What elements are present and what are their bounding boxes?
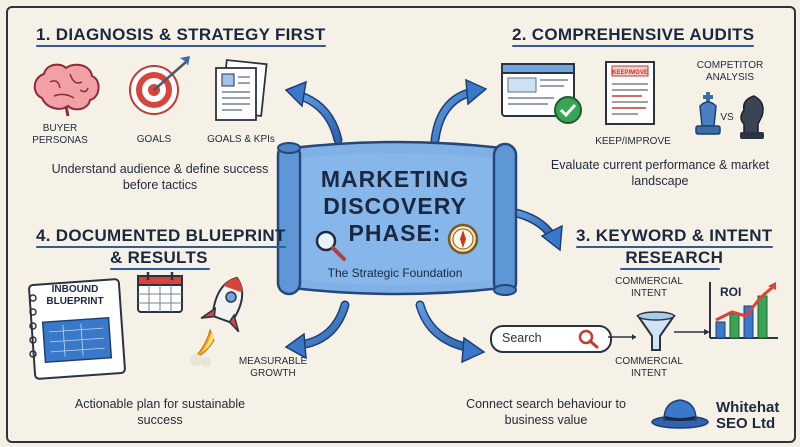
calendar-icon — [137, 272, 183, 313]
section4-description: Actionable plan for sustainable success — [74, 397, 246, 427]
section3-underline2 — [620, 268, 720, 270]
section4-heading-line2: & RESULTS — [110, 248, 208, 267]
magnifier-icon — [315, 230, 346, 261]
central-scroll — [276, 140, 518, 296]
browser-audit-icon — [501, 63, 582, 124]
search-bar: Search — [490, 325, 612, 353]
section2-heading-text: 2. COMPREHENSIVE AUDITS — [512, 25, 755, 44]
chess-pieces-icon — [695, 92, 764, 139]
roi-label: ROI — [720, 285, 742, 299]
roi-bar-chart-icon — [709, 282, 778, 339]
brand-name: Whitehat SEO Ltd — [716, 400, 779, 432]
keep-improve-document-icon — [605, 61, 655, 125]
arrow-to-section2 — [430, 78, 488, 145]
keep-move-tag: KEEP/MOVE — [612, 70, 648, 76]
label-measurable-growth: MEASURABLE GROWTH — [238, 356, 308, 379]
section3-underline1 — [576, 246, 773, 248]
section1-heading-text: 1. DIAGNOSIS & STRATEGY FIRST — [36, 25, 326, 44]
label-commercial-intent-top: COMMERCIAL INTENT — [615, 276, 683, 299]
search-icon — [578, 329, 599, 349]
section2-description: Evaluate current performance & market la… — [550, 158, 770, 188]
section1-description: Understand audience & define success bef… — [51, 162, 269, 192]
scroll-title-line1: MARKETING — [320, 166, 470, 192]
label-goals: GOALS — [136, 134, 172, 145]
section4-underline2 — [110, 268, 210, 270]
scroll-title-line3: PHASE: — [348, 220, 442, 246]
label-goals-kpis: GOALS & KPIs — [207, 134, 275, 145]
rocket-icon — [190, 276, 244, 367]
scroll-title-line2: DISCOVERY — [323, 193, 467, 219]
section1-heading: 1. DIAGNOSIS & STRATEGY FIRST — [36, 25, 326, 47]
section4-heading-line1: 4. DOCUMENTED BLUEPRINT — [36, 226, 286, 245]
blueprint-notebook-icon — [28, 278, 126, 380]
search-bar-text: Search — [502, 331, 542, 345]
scroll-subtitle: The Strategic Foundation — [327, 266, 463, 280]
section3-heading-line1: 3. KEYWORD & INTENT — [576, 226, 773, 245]
section4-underline1 — [36, 246, 286, 248]
blueprint-label: INBOUND BLUEPRINT — [46, 284, 104, 307]
section2-heading: 2. COMPREHENSIVE AUDITS — [512, 25, 755, 47]
section4-heading: 4. DOCUMENTED BLUEPRINT & RESULTS — [36, 226, 286, 270]
label-buyer-personas: BUYER PERSONAS — [32, 123, 88, 146]
vs-label: VS — [720, 112, 734, 123]
section2-underline — [512, 45, 755, 47]
section3-heading-line2: RESEARCH — [625, 248, 724, 267]
section3-heading: 3. KEYWORD & INTENT RESEARCH — [576, 226, 773, 270]
section3-description: Connect search behaviour to business val… — [466, 397, 626, 427]
documents-icon — [215, 59, 268, 121]
arrow-to-search — [415, 300, 486, 364]
fedora-hat-icon — [651, 399, 709, 429]
target-icon — [129, 56, 190, 115]
brand-line1: Whitehat — [716, 399, 780, 416]
brain-icon — [33, 63, 100, 117]
intent-funnel-icon — [608, 311, 710, 351]
label-competitor-analysis: COMPETITOR ANALYSIS — [696, 60, 764, 83]
label-keep-improve: KEEP/IMPROVE — [595, 136, 671, 147]
arrow-to-section1 — [284, 80, 343, 145]
label-commercial-intent-bottom: COMMERCIAL INTENT — [615, 356, 683, 379]
compass-icon — [447, 223, 479, 255]
arrow-to-section4 — [284, 300, 350, 360]
brand-line2: SEO Ltd — [716, 415, 776, 432]
section1-underline — [36, 45, 326, 47]
